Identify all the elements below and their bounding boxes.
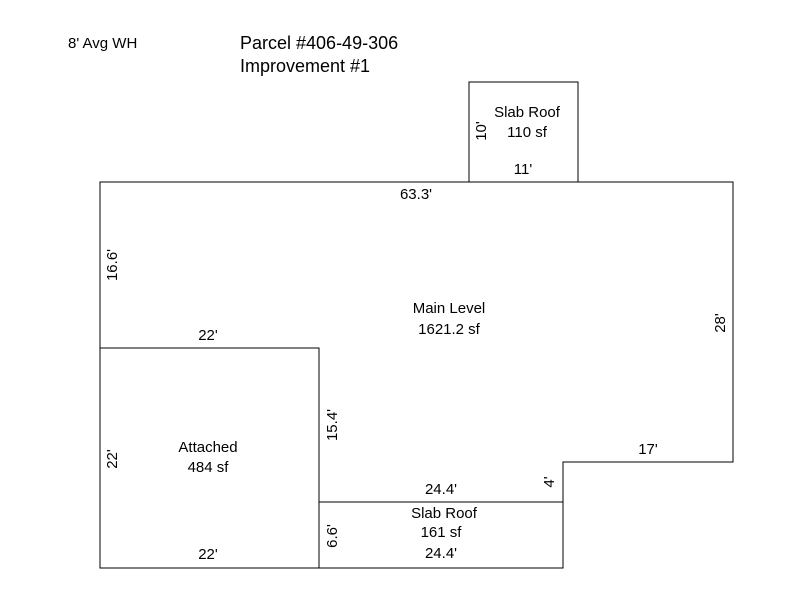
slab-roof-bottom-area: 161 sf — [421, 524, 463, 541]
wall-height-note: 8' Avg WH — [68, 35, 137, 52]
slab-roof-bottom-label: Slab Roof — [411, 505, 478, 522]
notch-dimension: 4' — [541, 476, 558, 487]
main-right-dimension: 28' — [712, 313, 729, 333]
attached-bottom-dimension: 22' — [198, 546, 218, 563]
attached-label: Attached — [178, 439, 237, 456]
parcel-title: Parcel #406-49-306 — [240, 33, 398, 53]
slab-top-width-dimension: 11' — [514, 161, 533, 178]
attached-left-dimension: 22' — [104, 449, 121, 469]
main-top-dimension: 63.3' — [400, 186, 432, 203]
slab-bottom-side-dimension: 6.6' — [324, 524, 341, 548]
main-inner-left-dimension: 15.4' — [324, 409, 341, 441]
main-right-lower-dimension: 17' — [638, 441, 658, 458]
slab-bottom-width-dimension: 24.4' — [425, 545, 457, 562]
improvement-title: Improvement #1 — [240, 56, 370, 76]
main-level-label: Main Level — [413, 300, 486, 317]
main-left-upper-dimension: 16.6' — [104, 249, 121, 281]
main-level-area: 1621.2 sf — [418, 321, 481, 338]
slab-roof-top-area: 110 sf — [507, 124, 548, 141]
attached-outline — [99, 347, 320, 569]
slab-roof-top-label: Slab Roof — [494, 104, 561, 121]
attached-top-dimension: 22' — [198, 327, 218, 344]
attached-area: 484 sf — [188, 459, 230, 476]
slab-roof-bottom-outline — [318, 501, 564, 569]
slab-bottom-top-dimension: 24.4' — [425, 481, 457, 498]
slab-top-side-dimension: 10' — [473, 121, 490, 141]
